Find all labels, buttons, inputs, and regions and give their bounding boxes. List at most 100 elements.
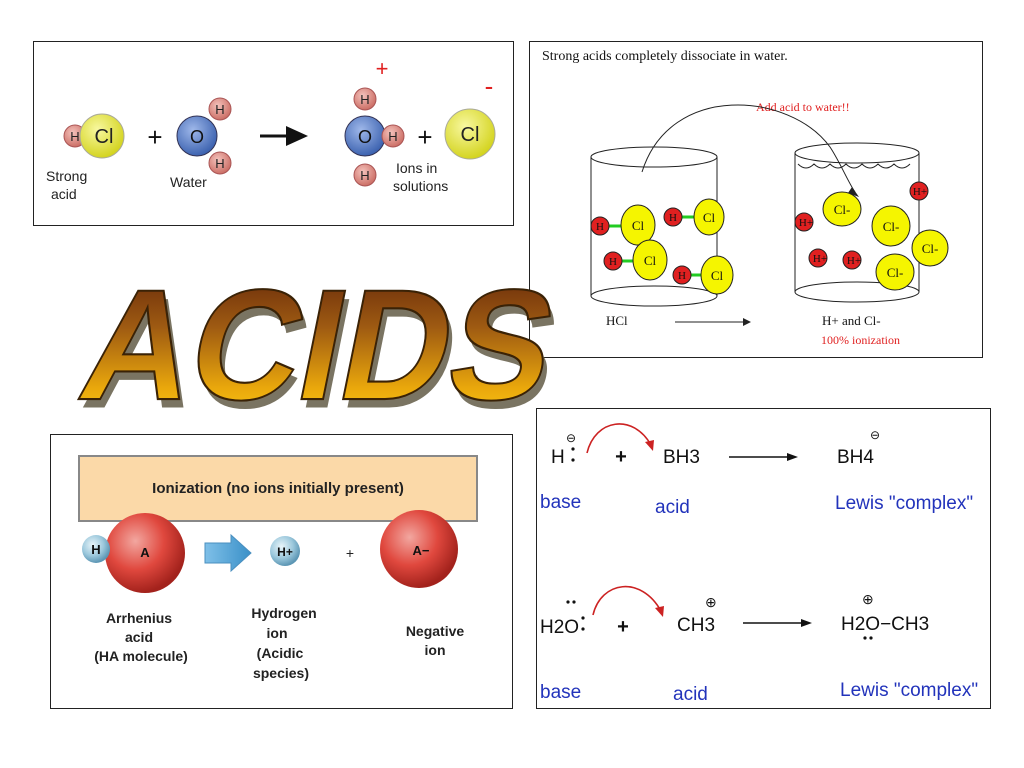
left-beaker: H Cl H Cl H Cl H bbox=[590, 146, 734, 307]
o-atom bbox=[176, 115, 218, 157]
lone-pair-dot bbox=[869, 636, 873, 640]
caption-line: Negative bbox=[406, 623, 465, 639]
h-atom bbox=[603, 251, 623, 271]
reaction-1: H ⊖ + BH3 BH4 ⊖ base acid Lewis "complex… bbox=[540, 423, 973, 518]
electron-arrow bbox=[586, 423, 652, 454]
borane-formula: BH3 bbox=[663, 447, 700, 468]
ionization-arrow bbox=[675, 318, 751, 326]
electron-arrow bbox=[592, 585, 662, 616]
reaction-arrow bbox=[260, 126, 308, 146]
caption-line: Hydrogen bbox=[251, 605, 316, 621]
lone-pair-dot bbox=[581, 616, 585, 620]
lone-pair-dot bbox=[572, 600, 576, 604]
lone-pair-dot bbox=[571, 447, 575, 451]
right-beaker: Cl- Cl- Cl- Cl- H+ H+ bbox=[794, 142, 949, 303]
lone-pair-dot bbox=[566, 600, 570, 604]
cl-label: Cl bbox=[703, 210, 716, 225]
ha-molecule: H A bbox=[82, 513, 185, 593]
lone-pair-dot bbox=[863, 636, 867, 640]
complex-label: Lewis "complex" bbox=[840, 680, 978, 701]
h-atom bbox=[208, 151, 232, 175]
water-formula: H2O bbox=[540, 617, 579, 638]
cl-label: Cl bbox=[461, 124, 480, 146]
h-atom bbox=[208, 97, 232, 121]
ions-label: Ions in bbox=[396, 160, 437, 176]
h-atom bbox=[82, 535, 110, 563]
h-ion-label: H+ bbox=[913, 186, 927, 198]
plus-sign: + bbox=[615, 446, 627, 468]
negative-ion-caption: Negative ion bbox=[406, 623, 465, 658]
h-atom bbox=[381, 124, 405, 148]
pour-arrowhead bbox=[848, 187, 859, 197]
h-label: H bbox=[215, 156, 224, 171]
water-label: Water bbox=[170, 174, 207, 190]
ionization-header-box bbox=[78, 455, 478, 522]
h-atom bbox=[590, 216, 610, 236]
plus-sign: + bbox=[617, 616, 629, 638]
product-formula: H2O−CH3 bbox=[841, 614, 929, 635]
h-label: H bbox=[609, 256, 617, 268]
cl-atom bbox=[693, 198, 725, 236]
h-ion-label: H+ bbox=[813, 253, 827, 265]
a-ion: A− bbox=[380, 510, 458, 588]
lewis-acid-base-panel: H ⊖ + BH3 BH4 ⊖ base acid Lewis "complex… bbox=[536, 408, 991, 709]
acid-label: acid bbox=[655, 497, 690, 518]
negative-charge: - bbox=[485, 71, 494, 101]
strong-label: Strong bbox=[46, 168, 87, 184]
ionization-header: Ionization (no ions initially present) bbox=[152, 480, 404, 497]
h-label: H bbox=[678, 270, 686, 282]
product-formula: BH4 bbox=[837, 447, 874, 468]
h-ion: H+ bbox=[794, 212, 814, 232]
h-ion-label: H+ bbox=[847, 255, 861, 267]
caption-line: Arrhenius bbox=[106, 610, 172, 626]
caption-line: acid bbox=[125, 629, 153, 645]
arrhenius-ionization-panel: Ionization (no ions initially present) H… bbox=[50, 434, 513, 709]
acids-title-wordart: ACIDS ACIDS bbox=[67, 250, 575, 441]
h-label: H bbox=[91, 542, 100, 557]
hcl-molecule: H Cl bbox=[63, 113, 125, 159]
cl-ion-label: Cl- bbox=[883, 219, 900, 234]
cl-ion-label: Cl- bbox=[834, 202, 851, 217]
h-ion-label: H+ bbox=[799, 217, 813, 229]
hcl-molecule: H Cl bbox=[663, 198, 725, 236]
dissociation-beakers-panel: Strong acids completely dissociate in wa… bbox=[529, 41, 983, 358]
complex-label: Lewis "complex" bbox=[835, 493, 973, 514]
h-ion: H+ bbox=[270, 536, 300, 566]
cl-atom bbox=[444, 108, 496, 160]
h-atom bbox=[663, 207, 683, 227]
acid-label: acid bbox=[51, 186, 77, 202]
cl-ion: Cl- bbox=[875, 253, 915, 291]
lone-pair-dot bbox=[581, 627, 585, 631]
cl-label: Cl bbox=[644, 253, 657, 268]
cl-atom bbox=[79, 113, 125, 159]
o-label: O bbox=[190, 127, 204, 147]
h-ion: H+ bbox=[808, 248, 828, 268]
caption-line: ion bbox=[267, 625, 288, 641]
hcl-molecule: H Cl bbox=[603, 239, 668, 281]
cl-atom bbox=[632, 239, 668, 281]
cl-atom bbox=[620, 204, 656, 246]
caption-line: (Acidic bbox=[257, 645, 304, 661]
h-label: H bbox=[360, 92, 369, 107]
h-label: H bbox=[388, 129, 397, 144]
h-ion: H+ bbox=[842, 250, 862, 270]
panel-title: Strong acids completely dissociate in wa… bbox=[542, 49, 788, 64]
caption-line: species) bbox=[253, 665, 309, 681]
hydride-symbol: H bbox=[551, 447, 565, 468]
ionization-percent: 100% ionization bbox=[821, 333, 900, 347]
acids-title-text: ACIDS bbox=[68, 256, 570, 432]
positive-charge: ⊕ bbox=[862, 591, 874, 607]
solutions-label: solutions bbox=[393, 178, 448, 194]
cl-atom bbox=[700, 255, 734, 295]
base-label: base bbox=[540, 492, 581, 513]
arrhenius-caption: Arrhenius acid (HA molecule) bbox=[94, 610, 188, 664]
methyl-formula: CH3 bbox=[677, 615, 715, 636]
base-label: base bbox=[540, 682, 581, 703]
lone-pair-dot bbox=[571, 458, 575, 462]
ions-result-label: H+ and Cl- bbox=[822, 313, 881, 328]
h-label: H bbox=[596, 221, 604, 233]
a-atom bbox=[105, 513, 185, 593]
reaction-arrowhead bbox=[787, 453, 798, 461]
h-label: H bbox=[360, 168, 369, 183]
negative-charge: ⊖ bbox=[566, 431, 576, 445]
